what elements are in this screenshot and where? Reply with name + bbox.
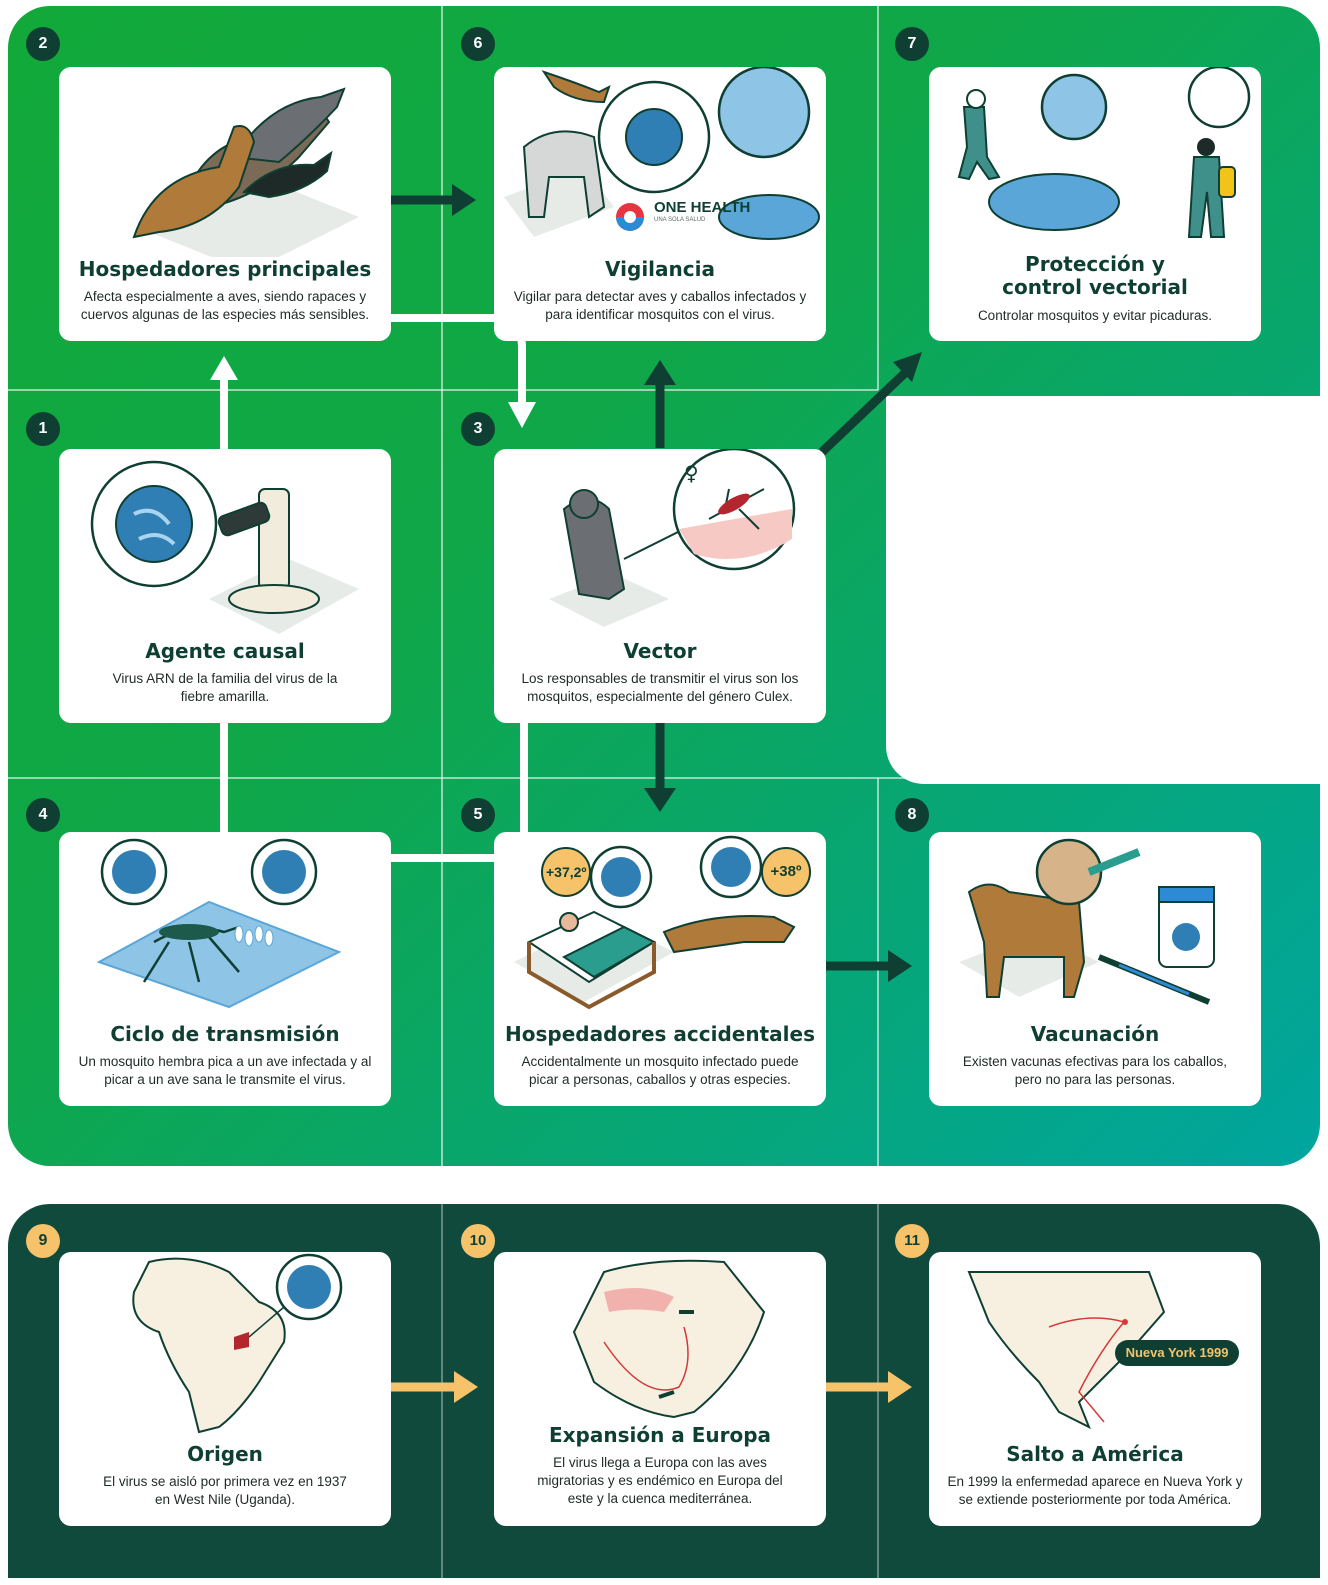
protection-illustration (957, 67, 1251, 238)
card-title: Vector (623, 639, 697, 663)
card-description: En 1999 la enfermedad aparece en Nueva Y… (947, 1474, 1243, 1507)
card-salto-america: Nueva York 1999 Salto a América En 1999 … (929, 1252, 1261, 1526)
onehealth-sub-text: UNA SOLA SALUD (654, 217, 706, 223)
mosquito-falcon-illustration (549, 449, 796, 627)
temperature-person: +37,2º (546, 864, 587, 880)
female-symbol: ♀ (684, 461, 699, 485)
accidental-hosts-illustration (514, 835, 811, 1010)
card-proteccion: Protección y control vectorial Controlar… (929, 67, 1261, 341)
panel-cutout (886, 396, 1320, 784)
card-description: El virus llega a Europa con las aves mig… (537, 1455, 783, 1506)
birds-illustration (132, 87, 359, 257)
card-description: Virus ARN de la familia del virus de la … (112, 671, 338, 704)
vaccination-illustration (959, 838, 1215, 1005)
card-agente-causal: Agente causal Virus ARN de la familia de… (59, 449, 391, 723)
onehealth-logo: ONE HEALTH UNA SOLA SALUD (654, 200, 774, 224)
badge-7: 7 (895, 27, 929, 61)
card-description: Afecta especialmente a aves, siendo rapa… (80, 289, 370, 322)
card-hospedadores-principales: Hospedadores principales Afecta especial… (59, 67, 391, 341)
badge-10: 10 (461, 1224, 495, 1258)
badge-3: 3 (461, 412, 495, 446)
badge-1: 1 (26, 412, 60, 446)
card-vigilancia: ONE HEALTH UNA SOLA SALUD Vigilancia Vig… (494, 67, 826, 341)
grid-v2 (877, 6, 879, 390)
badge-6: 6 (461, 27, 495, 61)
grid-v2b (877, 778, 879, 1166)
card-vacunacion: Vacunación Existen vacunas efectivas par… (929, 832, 1261, 1106)
card-origen: Origen El virus se aisló por primera vez… (59, 1252, 391, 1526)
card-ciclo-transmision: Ciclo de transmisión Un mosquito hembra … (59, 832, 391, 1106)
card-title: Hospedadores accidentales (505, 1022, 815, 1046)
card-description: Los responsables de transmitir el virus … (521, 671, 799, 704)
card-title: Protección y control vectorial (1002, 252, 1188, 299)
card-description: Controlar mosquitos y evitar picaduras. (977, 308, 1213, 323)
badge-8: 8 (895, 798, 929, 832)
europe-map-illustration (572, 1259, 766, 1419)
onehealth-brand-text: ONE HEALTH (654, 199, 751, 216)
card-title: Vigilancia (605, 257, 715, 281)
badge-9: 9 (26, 1224, 60, 1258)
grid-v1 (441, 6, 443, 1166)
badge-5: 5 (461, 798, 495, 832)
badge-4: 4 (26, 798, 60, 832)
temperature-horse: +38º (770, 863, 802, 880)
card-title: Origen (187, 1442, 263, 1466)
grid-h1 (8, 389, 878, 391)
badge-2: 2 (26, 27, 60, 61)
card-title: Ciclo de transmisión (110, 1022, 340, 1046)
card-title: Agente causal (145, 639, 305, 663)
card-title: Vacunación (1030, 1022, 1160, 1046)
card-vector: ♀ Vector Los responsables de transmitir … (494, 449, 826, 723)
badge-11: 11 (895, 1224, 929, 1258)
card-title: Hospedadores principales (78, 257, 372, 281)
surveillance-illustration (504, 67, 820, 240)
card-hospedadores-accidentales: +37,2º +38º Hospedadores accidentales Ac… (494, 832, 826, 1106)
card-title: Expansión a Europa (548, 1423, 772, 1447)
card-description: Vigilar para detectar aves y caballos in… (513, 289, 807, 322)
card-expansion-europa: Expansión a Europa El virus llega a Euro… (494, 1252, 826, 1526)
africa-map-illustration (132, 1253, 343, 1434)
microscope-illustration (90, 460, 359, 634)
card-description: Accidentalmente un mosquito infectado pu… (521, 1054, 799, 1087)
card-description: Existen vacunas efectivas para los cabal… (962, 1054, 1228, 1087)
card-description: Un mosquito hembra pica a un ave infecta… (78, 1054, 372, 1087)
transmission-illustration (96, 838, 342, 1009)
card-title: Salto a América (1006, 1442, 1184, 1466)
card-description: El virus se aisló por primera vez en 193… (103, 1474, 347, 1507)
ny-1999-tag: Nueva York 1999 (1115, 1340, 1239, 1366)
